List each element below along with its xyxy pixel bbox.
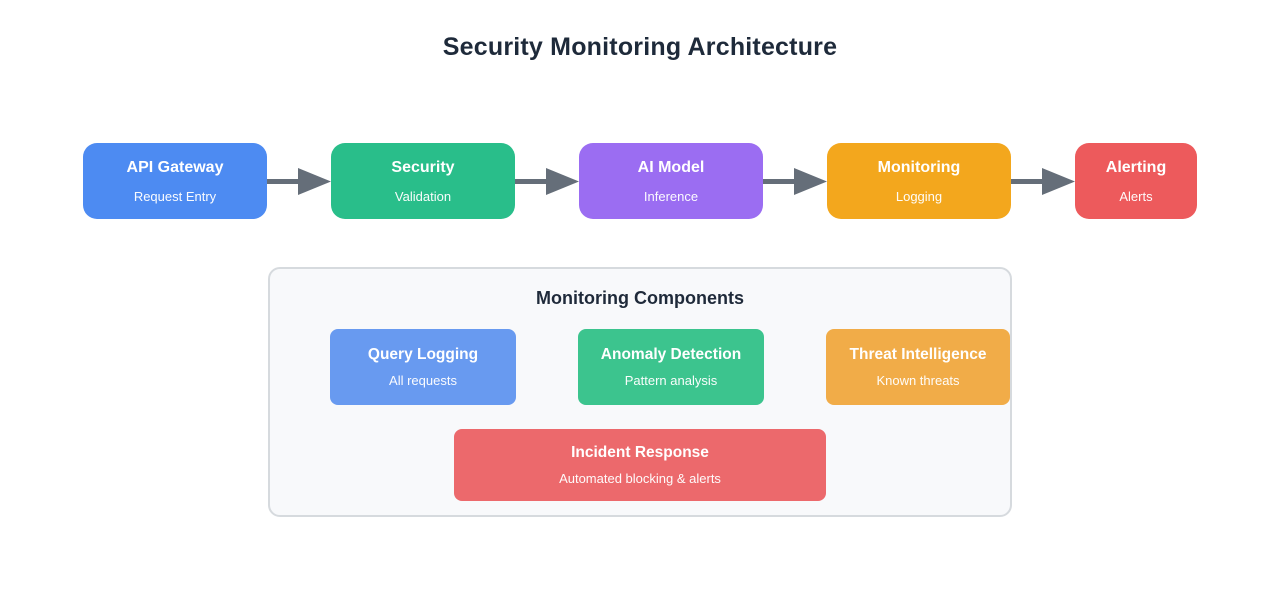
arrow-head-icon	[1042, 168, 1075, 195]
node-label: Security	[391, 158, 455, 176]
node-label: API Gateway	[126, 158, 224, 176]
arrow-head-icon	[298, 168, 331, 195]
component-sublabel: Pattern analysis	[624, 373, 718, 388]
arrow-shaft	[763, 179, 799, 184]
component-incident-response: Incident Response Automated blocking & a…	[454, 429, 826, 501]
flow-node-monitoring: Monitoring Logging	[827, 143, 1011, 219]
flow-node-api-gateway: API Gateway Request Entry	[83, 143, 267, 219]
flow-node-security: Security Validation	[331, 143, 515, 219]
flow-node-ai-model: AI Model Inference	[579, 143, 763, 219]
node-sublabel: Inference	[643, 188, 699, 204]
arrow-shaft	[1011, 179, 1047, 184]
component-label: Threat Intelligence	[849, 346, 987, 363]
node-label: Monitoring	[877, 158, 961, 176]
arrow-shaft	[515, 179, 551, 184]
flow-node-alerting: Alerting Alerts	[1075, 143, 1197, 219]
panel-title: Monitoring Components	[536, 288, 744, 308]
node-sublabel: Validation	[394, 188, 452, 204]
node-sublabel: Request Entry	[133, 188, 217, 204]
node-label: AI Model	[637, 158, 705, 176]
component-sublabel: All requests	[389, 373, 457, 388]
arrow-head-icon	[546, 168, 579, 195]
component-query-logging: Query Logging All requests	[330, 329, 516, 405]
monitoring-components-panel: Monitoring Components Query Logging All …	[268, 267, 1012, 517]
arrow-head-icon	[794, 168, 827, 195]
node-sublabel: Logging	[895, 188, 943, 204]
node-sublabel: Alerts	[1119, 188, 1153, 204]
component-sublabel: Known threats	[876, 373, 960, 388]
component-label: Query Logging	[367, 346, 479, 363]
node-label: Alerting	[1105, 158, 1167, 176]
page-title: Security Monitoring Architecture	[442, 33, 838, 61]
component-label: Anomaly Detection	[600, 346, 742, 363]
component-threat-intelligence: Threat Intelligence Known threats	[826, 329, 1010, 405]
arrow-shaft	[267, 179, 303, 184]
component-sublabel: Automated blocking & alerts	[559, 471, 721, 486]
component-anomaly-detection: Anomaly Detection Pattern analysis	[578, 329, 764, 405]
component-label: Incident Response	[571, 444, 709, 461]
